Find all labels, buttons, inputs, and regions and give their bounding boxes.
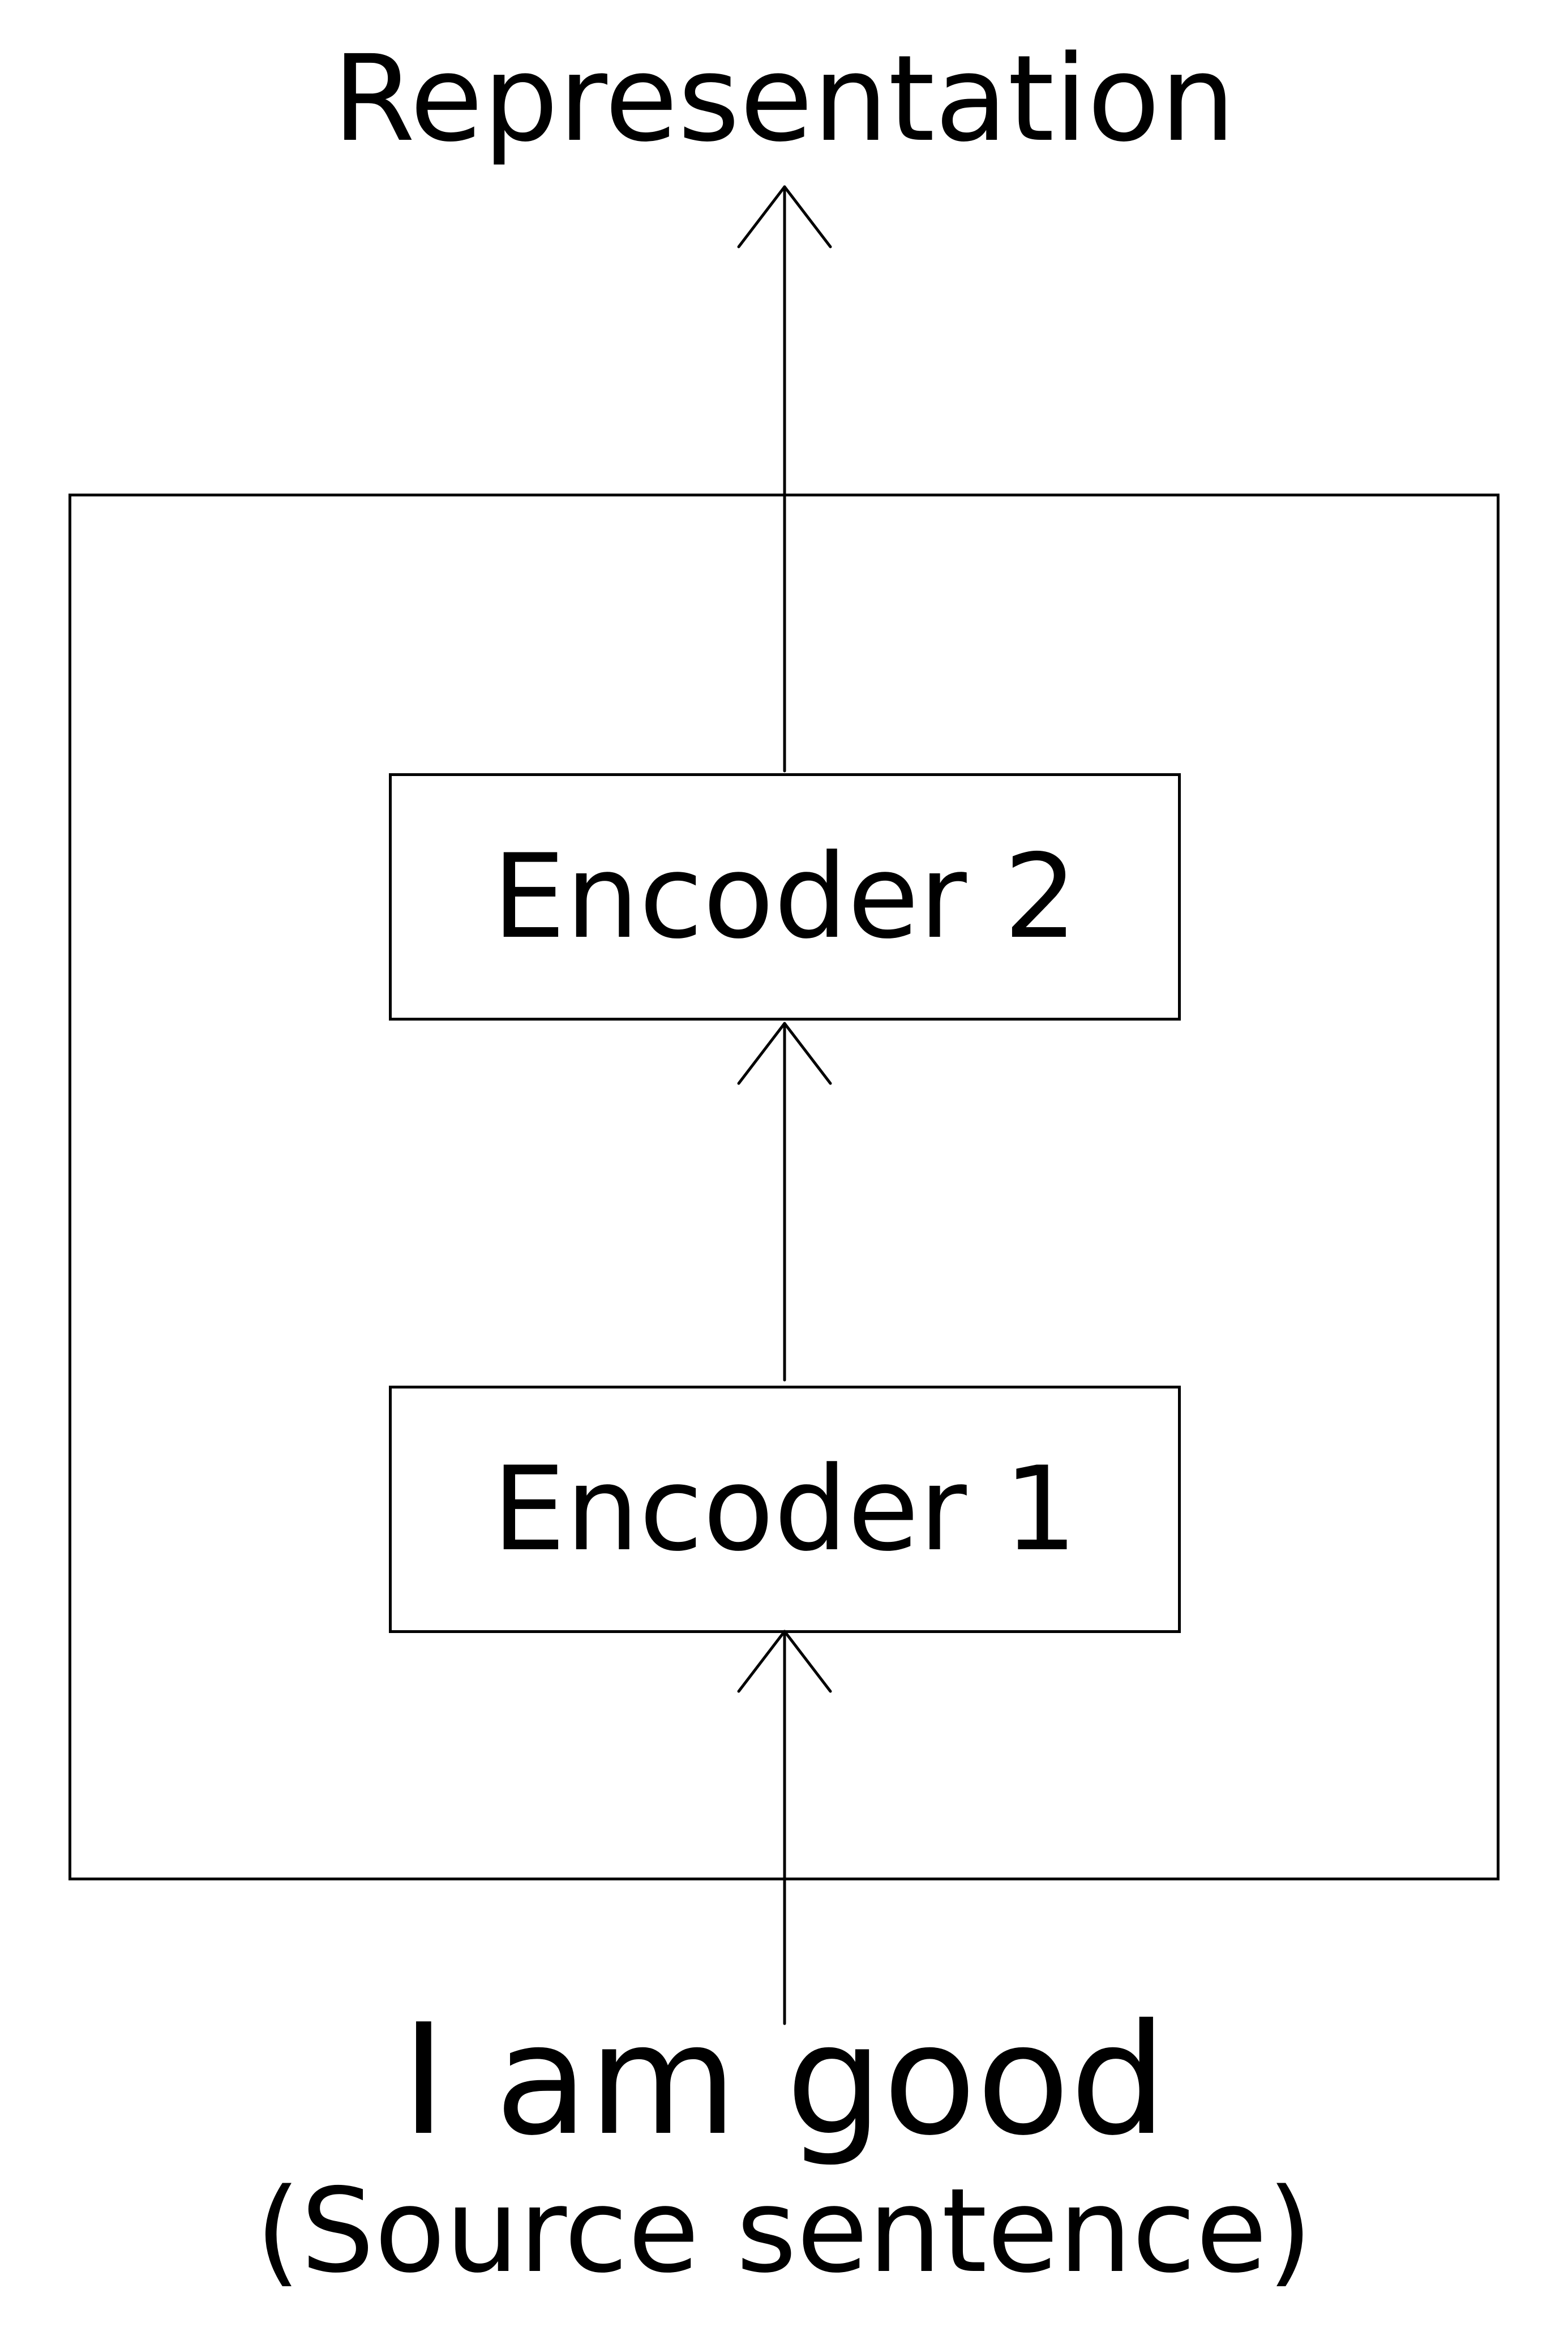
output-representation-label: Representation (332, 29, 1236, 168)
encoder-2-box: Encoder 2 (389, 773, 1181, 1021)
encoder-1-label: Encoder 1 (492, 1442, 1078, 1577)
input-sentence: I am good (401, 1991, 1167, 2169)
encoder-stack-container (68, 494, 1500, 1880)
input-sentence-caption: (Source sentence) (255, 2164, 1313, 2299)
encoder-1-box: Encoder 1 (389, 1386, 1181, 1633)
encoder-2-label: Encoder 2 (492, 829, 1078, 965)
